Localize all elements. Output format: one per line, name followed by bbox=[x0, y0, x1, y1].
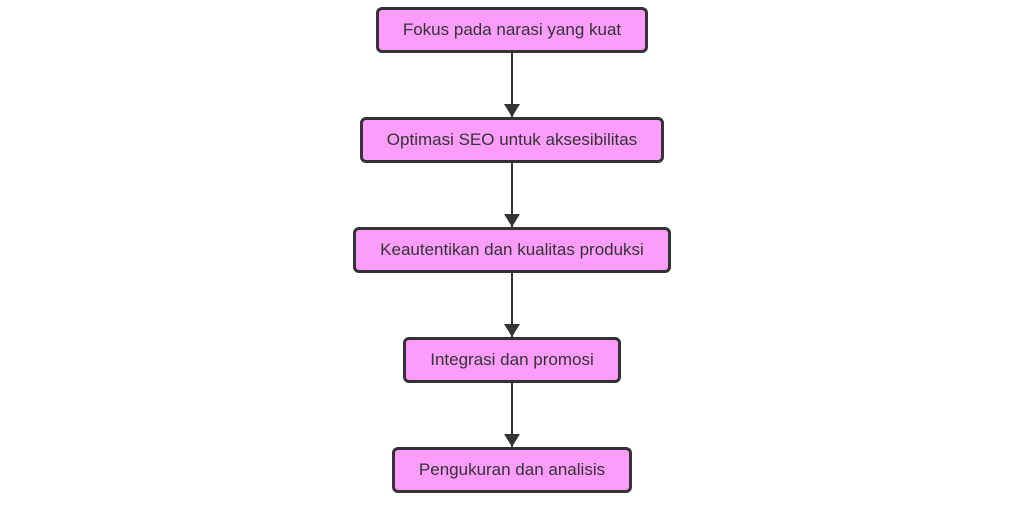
arrow-connector-2 bbox=[504, 163, 520, 227]
arrow-connector-4 bbox=[504, 383, 520, 447]
arrowhead-down-icon bbox=[504, 324, 520, 337]
arrow-connector-1 bbox=[504, 53, 520, 117]
flowchart-node-3: Keautentikan dan kualitas produksi bbox=[353, 227, 671, 273]
flowchart: Fokus pada narasi yang kuat Optimasi SEO… bbox=[0, 7, 1024, 493]
flowchart-node-2: Optimasi SEO untuk aksesibilitas bbox=[359, 117, 665, 163]
arrowhead-down-icon bbox=[504, 434, 520, 447]
arrowhead-down-icon bbox=[504, 214, 520, 227]
arrow-connector-3 bbox=[504, 273, 520, 337]
flowchart-node-4: Integrasi dan promosi bbox=[403, 337, 621, 383]
flowchart-node-1: Fokus pada narasi yang kuat bbox=[375, 7, 649, 53]
arrowhead-down-icon bbox=[504, 104, 520, 117]
flowchart-node-5: Pengukuran dan analisis bbox=[391, 447, 633, 493]
